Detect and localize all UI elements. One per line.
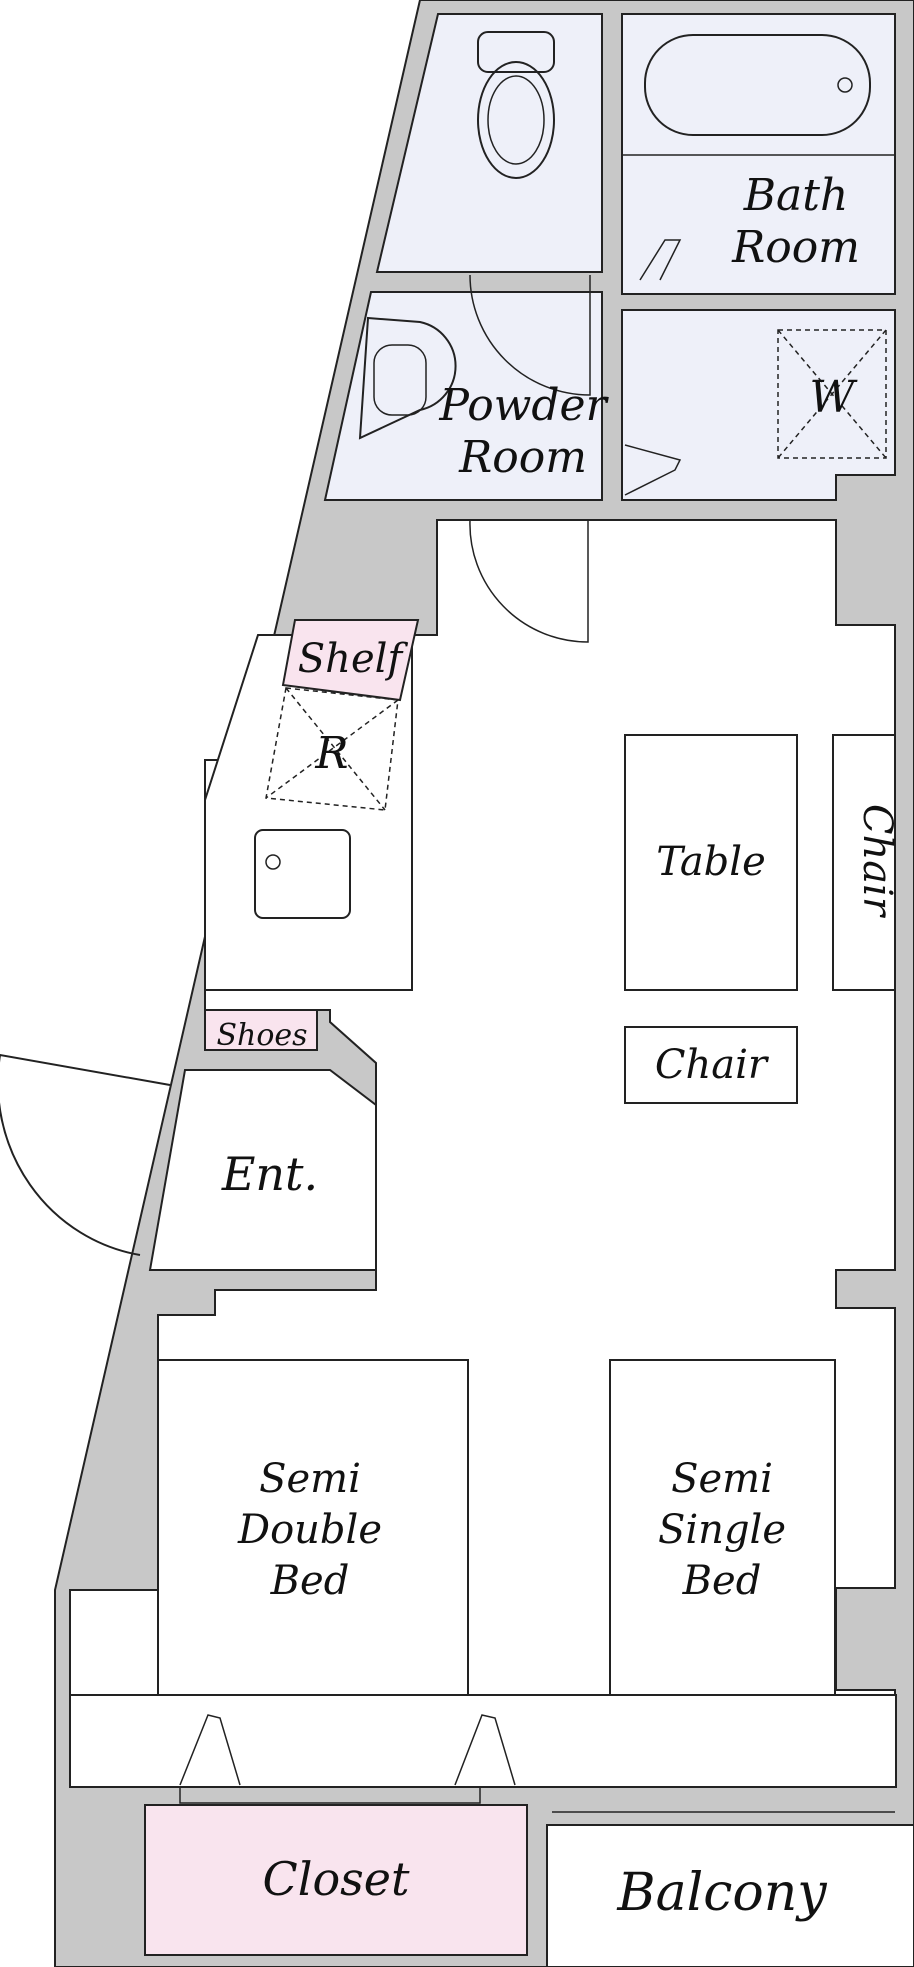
balcony	[546, 1824, 914, 1967]
chair-side-label: Chair	[854, 804, 900, 919]
semi-single-bed-label-line-1: Semi	[671, 1456, 773, 1502]
chair-bottom	[624, 1026, 798, 1104]
shelf	[281, 619, 420, 702]
semi-double-bed-label-line-1: Semi	[259, 1456, 361, 1502]
bath-door	[639, 239, 682, 281]
laundry-area	[621, 309, 896, 501]
refrigerator-label: R	[314, 728, 348, 779]
closet-rail	[179, 1786, 481, 1804]
refrigerator	[265, 687, 399, 811]
entrance-label: Ent.	[221, 1147, 318, 1201]
toilet-tank	[477, 31, 555, 73]
toilet-room	[375, 13, 603, 273]
shoes-cabinet	[204, 1009, 318, 1051]
bathtub	[644, 34, 871, 136]
semi-single-bed	[609, 1359, 836, 1696]
washer	[777, 329, 887, 459]
toilet-door	[469, 274, 591, 396]
washer-cross-2	[777, 329, 887, 459]
powder-basin	[373, 344, 427, 416]
balcony-label: Balcony	[616, 1863, 827, 1923]
kitchen-sink	[254, 829, 351, 919]
table	[624, 734, 798, 991]
laundry-door	[624, 444, 682, 496]
storage-strip	[69, 1694, 897, 1788]
powder-room	[323, 291, 603, 501]
sink-drain	[265, 854, 281, 870]
powder-sink	[358, 316, 457, 440]
tub-drain	[837, 77, 853, 93]
fridge-cross-2	[265, 699, 399, 799]
powder-room-label-line-1: Powder	[438, 380, 609, 431]
washer-label: W	[809, 372, 858, 423]
entrance	[148, 1069, 377, 1271]
chair-side	[832, 734, 896, 991]
shoes-label: Shoes	[216, 1018, 307, 1053]
closet-door-left	[179, 1714, 241, 1786]
semi-double-bed-label-line-2: Double	[237, 1507, 382, 1553]
bath-room	[621, 13, 896, 295]
bath-room-label-line-1: Bath	[743, 170, 849, 221]
closet-label: Closet	[263, 1852, 410, 1906]
entrance-door	[0, 1053, 171, 1256]
shelf-label: Shelf	[298, 636, 409, 682]
semi-double-bed-label-line-3: Bed	[270, 1558, 350, 1604]
semi-double-bed	[157, 1359, 469, 1696]
semi-single-bed-label-line-3: Bed	[682, 1558, 762, 1604]
semi-single-bed-label-line-2: Single	[658, 1507, 786, 1553]
living-door	[469, 519, 589, 643]
table-label: Table	[656, 839, 766, 885]
chair-bottom-label: Chair	[655, 1042, 770, 1088]
toilet-bowl	[477, 61, 555, 179]
bath-room-label-line-2: Room	[731, 222, 860, 273]
fridge-cross-1	[285, 687, 386, 811]
closet	[144, 1804, 528, 1956]
toilet-seat	[487, 75, 545, 165]
closet-door-right	[454, 1714, 516, 1786]
powder-room-label-line-2: Room	[458, 432, 587, 483]
